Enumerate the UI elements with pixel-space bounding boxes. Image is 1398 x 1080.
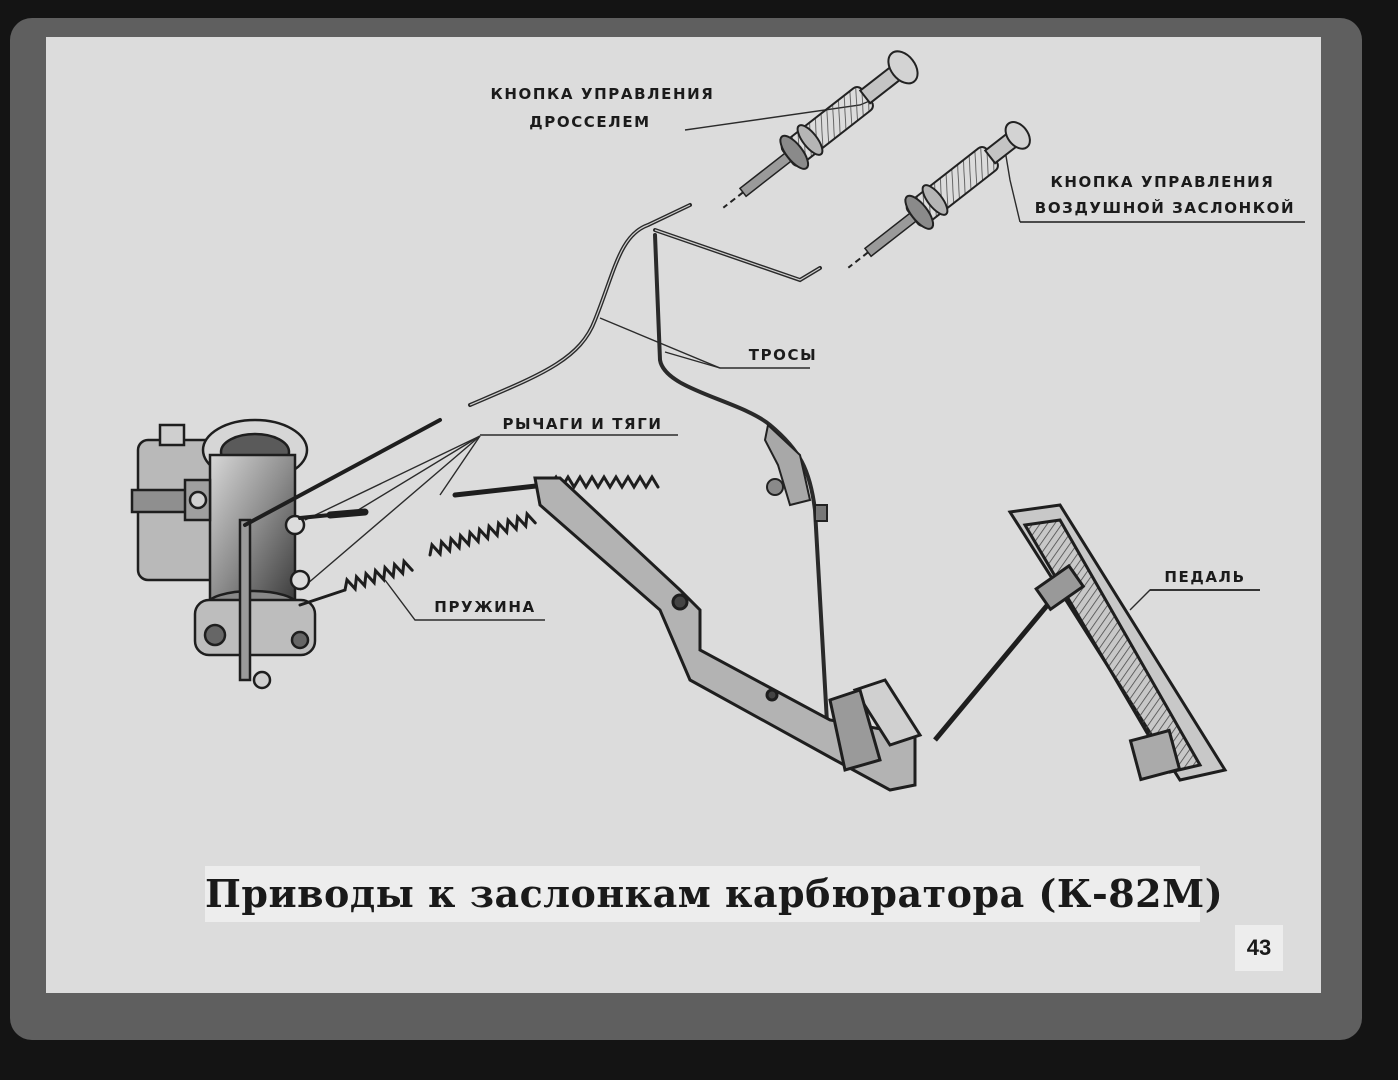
spring-middle [428, 510, 537, 558]
pedal-illustration [933, 503, 1228, 782]
rod-upper [243, 418, 442, 527]
diagram-title: Приводы к заслонкам карбюратора (К-82М) [205, 866, 1223, 922]
label-throttle-knob-line2: ДРОССЕЛЕМ [529, 113, 651, 131]
rods-and-springs [243, 418, 660, 607]
label-cables: ТРОСЫ [748, 346, 818, 364]
label-levers-and-rods: РЫЧАГИ И ТЯГИ [502, 415, 663, 433]
label-spring: ПРУЖИНА [434, 598, 536, 616]
cable-bracket [763, 423, 828, 522]
cables-leader-2 [664, 351, 721, 369]
throttle-knob-illustration [722, 50, 919, 209]
choke-knob-illustration [847, 121, 1031, 269]
rod-lower [452, 482, 548, 498]
label-choke-knob-line2: ВОЗДУШНОЙ ЗАСЛОНКОЙ [1034, 199, 1296, 217]
lever-bracket [533, 476, 923, 792]
pedal-rod [933, 588, 1062, 742]
page-number: 43 [1235, 925, 1283, 971]
levers-leader-a [304, 435, 481, 521]
label-choke-knob-line1: КНОПКА УПРАВЛЕНИЯ [1050, 173, 1275, 191]
carburetor-illustration [130, 418, 317, 690]
label-throttle-knob-line1: КНОПКА УПРАВЛЕНИЯ [490, 85, 715, 103]
spring-upper [548, 474, 660, 490]
levers-leader-c [439, 435, 481, 496]
levers-leader-d [299, 435, 481, 591]
spring-lower [343, 557, 414, 593]
levers-leader-b [349, 435, 481, 516]
label-pedal: ПЕДАЛЬ [1164, 568, 1246, 586]
choke-knob-leader [1004, 149, 1021, 223]
pedal-cable [653, 233, 830, 742]
spring-leader [384, 579, 545, 621]
